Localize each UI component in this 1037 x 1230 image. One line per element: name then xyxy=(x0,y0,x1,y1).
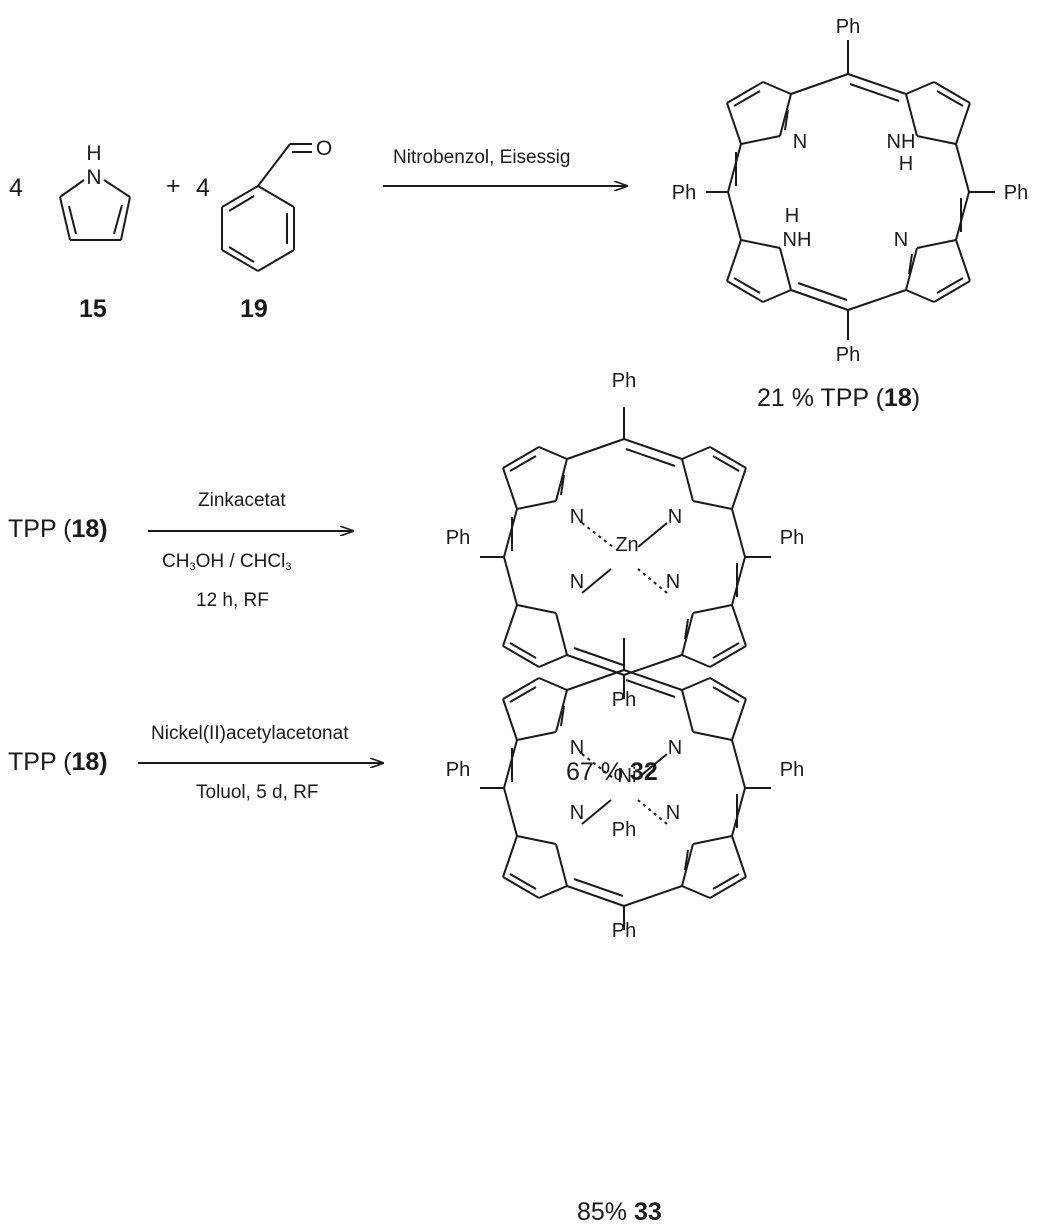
zn-ph-right: Ph xyxy=(780,527,804,549)
zn-porphyrin-structure xyxy=(480,407,771,699)
reaction2-reactant-text: TPP ( xyxy=(8,515,72,543)
zn-yield-number: 32 xyxy=(629,758,658,786)
ni-yield-caption: 85% 33 xyxy=(577,1200,662,1225)
zn-n-bottom-right: N xyxy=(666,571,680,593)
zn-ph-top: Ph xyxy=(612,370,636,392)
tpp-h-bottom-left: H xyxy=(785,205,799,227)
aldehyde-oxygen-label: O xyxy=(316,137,332,160)
reaction1-conditions: Nitrobenzol, Eisessig xyxy=(393,147,571,168)
reaction3-reactant-text: TPP ( xyxy=(8,748,72,776)
pyrrole-hydrogen-label: H xyxy=(86,142,101,165)
zn-n-top-right: N xyxy=(668,506,682,528)
ni-n-bottom-right: N xyxy=(666,802,680,824)
tpp-ph-top: Ph xyxy=(836,16,860,38)
tpp-yield-close: ) xyxy=(911,384,921,412)
reaction2-solvent-b: OH / CHCl xyxy=(195,551,286,572)
zn-n-top-left: N xyxy=(570,506,584,528)
reaction3-reagent: Nickel(II)acetylacetonat xyxy=(151,723,349,744)
reaction2-solvent-b-sub: 3 xyxy=(285,561,292,573)
tpp-n-bottom-right: N xyxy=(894,229,908,251)
tpp-ph-bottom: Ph xyxy=(836,344,860,366)
ni-yield-text: 85% xyxy=(577,1198,634,1226)
pyrrole-nitrogen-label: N xyxy=(86,166,101,189)
zn-n-bottom-left: N xyxy=(570,571,584,593)
ni-ph-bottom: Ph xyxy=(612,920,636,942)
reaction2-reagent: Zinkacetat xyxy=(198,490,286,511)
tpp-h-top-right: H xyxy=(899,153,913,175)
reaction2-conditions: 12 h, RF xyxy=(196,590,269,611)
nickel-atom-label: Ni xyxy=(618,765,637,787)
ni-ph-left: Ph xyxy=(446,759,470,781)
ni-porphyrin-structure xyxy=(480,638,771,930)
zinc-atom-label: Zn xyxy=(615,534,638,556)
benzaldehyde-structure xyxy=(221,143,312,272)
compound-19-number: 19 xyxy=(240,295,268,323)
ni-ph-right: Ph xyxy=(780,759,804,781)
zn-yield-text: 67 % xyxy=(566,758,630,786)
ni-n-top-right: N xyxy=(668,737,682,759)
reaction2-solvent-a: CH xyxy=(162,551,190,572)
aldehyde-coefficient: 4 xyxy=(196,174,210,202)
ni-n-bottom-left: N xyxy=(570,802,584,824)
zn-yield-caption: 67 % 32 xyxy=(566,760,658,785)
tpp-yield-number: 18 xyxy=(883,384,912,412)
reaction3-reactant-number: 18) xyxy=(71,748,108,776)
tpp-ph-left: Ph xyxy=(672,182,696,204)
compound-15-number: 15 xyxy=(79,295,107,323)
reaction3-conditions: Toluol, 5 d, RF xyxy=(196,782,319,803)
plus-sign: + xyxy=(166,172,181,200)
reaction3-reactant: TPP (18) xyxy=(8,750,108,775)
tpp-ph-right: Ph xyxy=(1004,182,1028,204)
pyrrole-coefficient: 4 xyxy=(9,174,23,202)
tpp-yield-text: 21 % TPP ( xyxy=(757,384,884,412)
ni-ph-top: Ph xyxy=(612,819,636,841)
tpp-yield-caption: 21 % TPP (18) xyxy=(757,386,920,411)
ni-yield-number: 33 xyxy=(633,1198,662,1226)
ni-n-top-left: N xyxy=(570,737,584,759)
reaction2-solvent: CH3OH / CHCl3 xyxy=(162,552,291,573)
tpp-nh-top-right: NH xyxy=(887,131,916,153)
reaction2-reactant: TPP (18) xyxy=(8,517,108,542)
tpp-nh-bottom-left: NH xyxy=(783,229,812,251)
reaction2-reactant-number: 18) xyxy=(71,515,108,543)
pyrrole-structure xyxy=(59,179,131,241)
zn-ph-left: Ph xyxy=(446,527,470,549)
zn-ph-bottom: Ph xyxy=(612,689,636,711)
tpp-structure xyxy=(706,40,995,340)
tpp-n-top-left: N xyxy=(793,131,807,153)
reaction2-solvent-a-sub: 3 xyxy=(189,561,196,573)
